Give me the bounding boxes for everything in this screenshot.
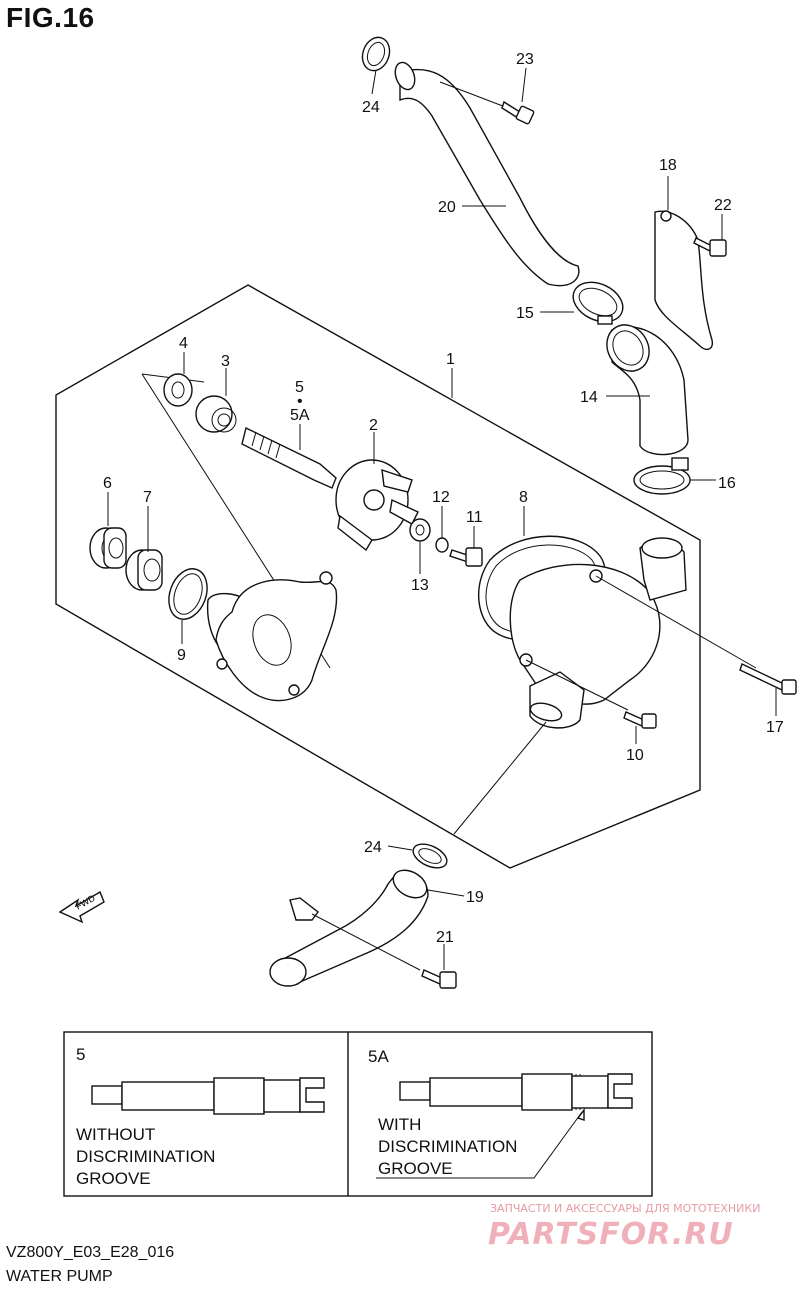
washer-12[interactable]: [435, 537, 449, 553]
callout-1: 1: [446, 351, 455, 368]
pipe-19[interactable]: [269, 865, 432, 987]
callout-11: 11: [466, 509, 483, 526]
callout-6: 6: [103, 475, 112, 492]
pipe-20[interactable]: [392, 60, 580, 287]
bearing-6[interactable]: [89, 527, 127, 569]
footer-model-code: VZ800Y_E03_E28_016: [6, 1244, 175, 1261]
fwd-arrow-icon: FWD: [58, 890, 105, 924]
leader-lines: [107, 67, 777, 970]
callout-4: 4: [179, 335, 188, 352]
callout-8: 8: [519, 489, 528, 506]
watermark-logo: ЗАПЧАСТИ И АКСЕССУАРЫ ДЛЯ МОТОТЕХНИКИ PA…: [488, 1202, 760, 1252]
svg-text:ЗАПЧАСТИ И АКСЕССУАРЫ ДЛЯ МОТО: ЗАПЧАСТИ И АКСЕССУАРЫ ДЛЯ МОТОТЕХНИКИ: [490, 1202, 760, 1215]
callout-7: 7: [143, 489, 152, 506]
callout-13: 13: [411, 577, 429, 594]
clamp-16[interactable]: [633, 457, 691, 495]
shaft-comparison-inset: 5 WITHOUT DISCRIMINATION GROOVE 5A WITH …: [63, 1031, 653, 1197]
callout-20: 20: [438, 199, 456, 216]
callout-16: 16: [718, 475, 736, 492]
bearing-7[interactable]: [125, 549, 163, 591]
inset-right-label: 5A: [368, 1047, 389, 1066]
o-ring-24-bottom[interactable]: [409, 839, 450, 872]
bolt-21[interactable]: [421, 969, 457, 989]
callout-9: 9: [177, 647, 186, 664]
callout-12: 12: [432, 489, 450, 506]
inset-right-line3: GROOVE: [378, 1159, 453, 1178]
callout-5a: 5A: [290, 407, 310, 424]
oil-seal-4[interactable]: [163, 373, 193, 407]
clamp-15[interactable]: [567, 275, 629, 330]
assembly-outline: [55, 284, 701, 869]
mechanical-seal-3[interactable]: [195, 395, 237, 433]
inset-right-line2: DISCRIMINATION: [378, 1137, 517, 1156]
shaft-5-drawing: [91, 1077, 325, 1115]
callout-17: 17: [766, 719, 784, 736]
pump-housing[interactable]: [509, 537, 757, 729]
callout-14: 14: [580, 389, 598, 406]
footer-diagram-name: WATER PUMP: [6, 1268, 113, 1285]
o-ring-24-top[interactable]: [358, 34, 394, 75]
callout-10: 10: [626, 747, 644, 764]
impeller-2[interactable]: [335, 459, 419, 552]
callout-18: 18: [659, 157, 677, 174]
callout-3: 3: [221, 353, 230, 370]
callout-2: 2: [369, 417, 378, 434]
inset-left-label: 5: [76, 1045, 85, 1064]
pump-body-cover[interactable]: [206, 571, 338, 702]
inset-left-line2: DISCRIMINATION: [76, 1147, 215, 1166]
bolt-23[interactable]: [501, 100, 535, 125]
callout-labels: 1 2 3 4 5 • 5A 6 7 8 9 10 11 12 13 14 15…: [103, 51, 784, 946]
impeller-shaft-5[interactable]: [241, 426, 337, 489]
callout-19: 19: [466, 889, 484, 906]
svg-text:PARTSFOR.RU: PARTSFOR.RU: [488, 1217, 734, 1252]
callout-24-top: 24: [362, 99, 380, 116]
inset-left-line3: GROOVE: [76, 1169, 151, 1188]
bolt-10[interactable]: [623, 711, 657, 729]
callout-24-bottom: 24: [364, 839, 382, 856]
callout-21: 21: [436, 929, 454, 946]
bolt-17[interactable]: [739, 663, 797, 695]
callout-23: 23: [516, 51, 534, 68]
figure-title: FIG.16: [6, 2, 95, 33]
hose-14[interactable]: [599, 317, 689, 456]
bolt-22[interactable]: [693, 237, 727, 257]
shaft-5a-drawing: [399, 1073, 633, 1111]
inset-right-line1: WITH: [378, 1115, 421, 1134]
bracket-18[interactable]: [654, 210, 714, 351]
callout-5: 5: [295, 379, 304, 396]
bolt-11[interactable]: [449, 547, 483, 567]
inset-left-line1: WITHOUT: [76, 1125, 155, 1144]
callout-22: 22: [714, 197, 732, 214]
callout-5-dot: •: [297, 393, 303, 410]
callout-15: 15: [516, 305, 534, 322]
washer-13[interactable]: [409, 518, 431, 542]
o-ring-9[interactable]: [162, 563, 214, 624]
